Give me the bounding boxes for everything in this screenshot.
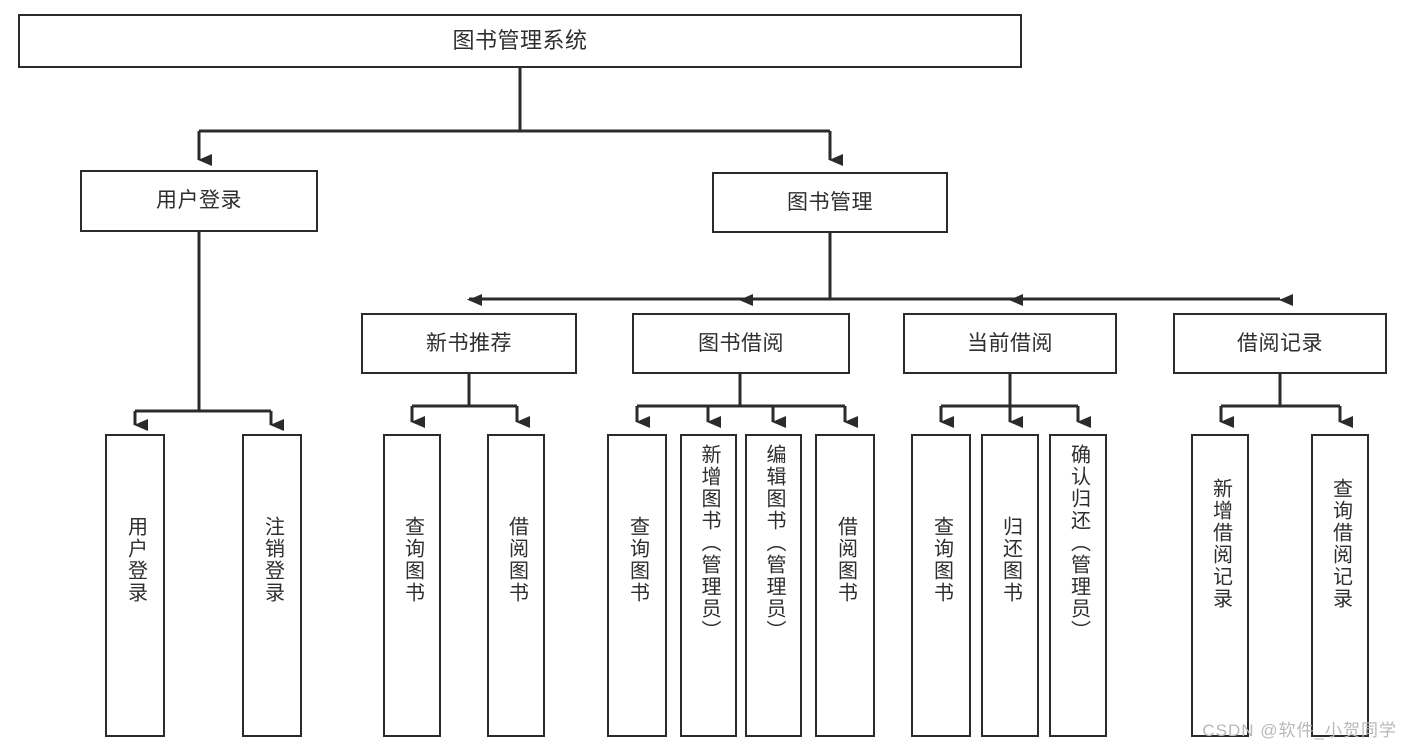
leaf-borrow-book-recommend[interactable]: 借阅图书 [487,434,545,737]
node-label: 用户登录 [124,516,147,604]
node-current-borrow[interactable]: 当前借阅 [903,313,1117,374]
leaf-query-book-borrow[interactable]: 查询图书 [607,434,667,737]
node-book-management[interactable]: 图书管理 [712,172,948,233]
leaf-return-book[interactable]: 归还图书 [981,434,1039,737]
leaf-logout-login[interactable]: 注销登录 [242,434,302,737]
node-label: 确认归还（管理员） [1067,444,1090,642]
node-borrow-record[interactable]: 借阅记录 [1173,313,1387,374]
node-label: 新增图书（管理员） [698,444,720,642]
leaf-user-login[interactable]: 用户登录 [105,434,165,737]
node-label: 查询图书 [930,516,953,604]
node-label: 编辑图书（管理员） [763,444,785,642]
leaf-edit-book-admin[interactable]: 编辑图书（管理员） [745,434,802,737]
node-label: 注销登录 [261,516,284,604]
node-label: 图书管理系统 [452,27,588,53]
leaf-confirm-return-admin[interactable]: 确认归还（管理员） [1049,434,1107,737]
node-label: 查询借阅记录 [1329,478,1352,610]
node-book-borrow[interactable]: 图书借阅 [632,313,850,374]
node-label: 借阅记录 [1237,331,1323,355]
leaf-add-borrow-record[interactable]: 新增借阅记录 [1191,434,1249,737]
node-label: 当前借阅 [967,331,1053,355]
leaf-borrow-book[interactable]: 借阅图书 [815,434,875,737]
node-label: 查询图书 [401,516,424,604]
node-label: 新书推荐 [426,331,512,355]
node-label: 借阅图书 [505,516,528,604]
leaf-query-borrow-record[interactable]: 查询借阅记录 [1311,434,1369,737]
node-book-management-system[interactable]: 图书管理系统 [18,14,1022,68]
leaf-query-book-current[interactable]: 查询图书 [911,434,971,737]
node-new-book-recommend[interactable]: 新书推荐 [361,313,577,374]
node-label: 归还图书 [999,516,1022,604]
leaf-query-book-recommend[interactable]: 查询图书 [383,434,441,737]
node-label: 新增借阅记录 [1209,478,1232,610]
node-label: 查询图书 [626,516,649,604]
node-label: 借阅图书 [834,516,857,604]
node-user-login[interactable]: 用户登录 [80,170,318,232]
node-label: 用户登录 [156,189,242,213]
leaf-add-book-admin[interactable]: 新增图书（管理员） [680,434,737,737]
node-label: 图书借阅 [698,331,784,355]
node-label: 图书管理 [787,190,873,214]
